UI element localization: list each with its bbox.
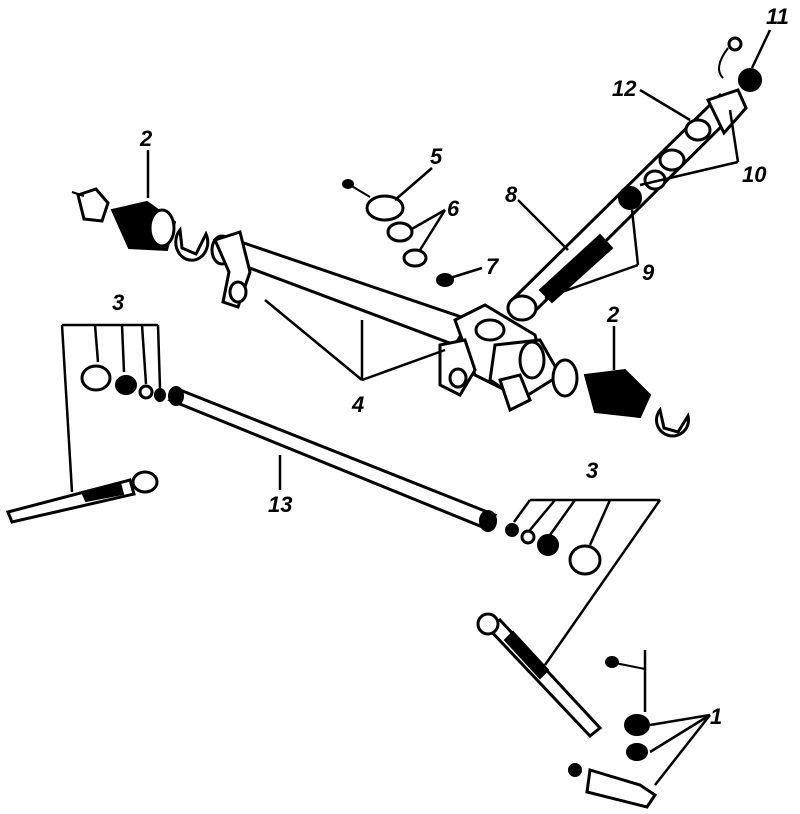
callout-12: 12 bbox=[612, 76, 637, 101]
callout-2-left: 2 bbox=[139, 126, 153, 151]
callout-11: 11 bbox=[766, 4, 789, 29]
callout-2-right: 2 bbox=[606, 302, 620, 327]
callout-3-left: 3 bbox=[112, 290, 124, 315]
callout-4: 4 bbox=[351, 392, 364, 417]
callout-13: 13 bbox=[268, 492, 292, 517]
callout-9: 9 bbox=[642, 260, 655, 285]
callout-5: 5 bbox=[430, 144, 443, 169]
callout-10: 10 bbox=[742, 162, 767, 187]
callout-6: 6 bbox=[447, 196, 460, 221]
bellows-boot-right bbox=[551, 358, 690, 438]
adjuster-parts bbox=[342, 179, 454, 287]
callout-labels: 11 12 10 2 5 8 6 7 9 2 3 4 13 3 1 bbox=[112, 4, 789, 729]
inner-tie-rod bbox=[167, 386, 498, 532]
leader-lines bbox=[60, 29, 772, 786]
callout-1: 1 bbox=[710, 704, 722, 729]
callout-7: 7 bbox=[486, 254, 500, 279]
tie-rod-parts-right bbox=[476, 523, 603, 739]
callout-3-right: 3 bbox=[586, 458, 598, 483]
tie-rod-end bbox=[568, 656, 658, 809]
tie-rod-parts-left bbox=[5, 364, 166, 524]
callout-8: 8 bbox=[505, 182, 518, 207]
bellows-boot-left bbox=[71, 187, 210, 262]
pinion-assembly bbox=[506, 36, 762, 322]
rack-housing bbox=[210, 230, 563, 413]
